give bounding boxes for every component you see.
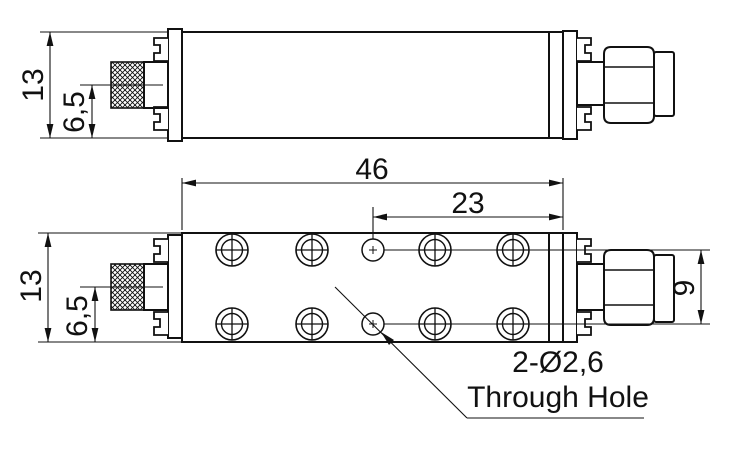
- dim-label-6-5: 6,5: [61, 295, 94, 337]
- left-connector-thread: [110, 263, 145, 311]
- hole-label-text: Through Hole: [467, 381, 649, 414]
- housing-body: [181, 31, 564, 139]
- screw-head: [295, 233, 329, 267]
- dimension-plan-height: 13: [15, 233, 52, 342]
- dim-label-13: 13: [15, 269, 48, 302]
- plan-view: 46 23 13 6,5 9 2-: [15, 153, 710, 419]
- through-hole-top: [361, 238, 385, 262]
- dimension-side-height: 13: [17, 32, 54, 138]
- dim-label-46: 46: [355, 153, 388, 186]
- left-flange-plate: [167, 28, 183, 142]
- hex-nut: [603, 249, 655, 326]
- left-flange-plate: [167, 234, 183, 339]
- left-lug-bottom: [153, 311, 169, 336]
- screw-head: [215, 307, 249, 341]
- right-flange-plate: [562, 30, 578, 140]
- hex-nut: [603, 46, 655, 124]
- right-connector-barrel: [576, 61, 605, 106]
- dim-label-6-5: 6,5: [58, 91, 91, 133]
- dimension-body-length: 46: [182, 153, 563, 187]
- dim-label-23: 23: [451, 187, 484, 220]
- left-lug-top: [153, 37, 169, 62]
- right-lug-top: [576, 37, 592, 62]
- left-lug-bottom: [153, 106, 169, 131]
- through-hole-leader: [334, 286, 644, 419]
- right-lug-bottom: [576, 106, 592, 131]
- dimension-plan-center-height: 6,5: [61, 287, 99, 342]
- plug-front: [653, 51, 675, 117]
- hole-callout-text: 2-Ø2,6: [512, 346, 604, 379]
- dim-label-13: 13: [17, 68, 50, 101]
- plug-front: [653, 254, 675, 323]
- left-lug-top: [153, 238, 169, 263]
- dim-label-9: 9: [668, 280, 701, 297]
- screw-head: [295, 307, 329, 341]
- dimension-connector-diameter: 9: [668, 250, 705, 324]
- dimension-hole-to-end: 23: [373, 187, 563, 221]
- right-flange-plate: [562, 232, 578, 343]
- screw-head: [215, 233, 249, 267]
- side-view: 13 6,5: [17, 28, 675, 142]
- left-connector-thread: [110, 61, 145, 109]
- dimension-side-center-height: 6,5: [58, 85, 96, 138]
- right-connector-barrel: [576, 263, 605, 311]
